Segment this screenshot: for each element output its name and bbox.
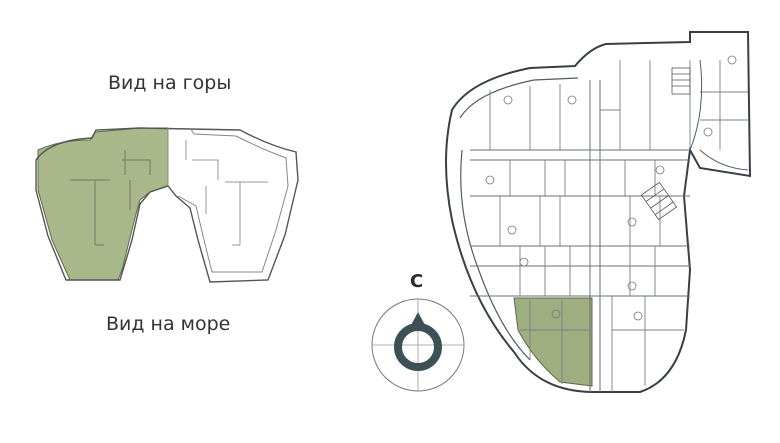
floor-plan-corridor	[470, 80, 690, 392]
section-outline	[35, 127, 299, 283]
sea-view-label: Вид на море	[106, 313, 231, 335]
building-section-diagram	[35, 127, 299, 283]
floor-plan	[445, 31, 752, 393]
floor-plan-wing	[689, 59, 749, 171]
section-walls-right	[185, 140, 268, 246]
staircase-icon	[640, 67, 691, 221]
floor-plan-rooms	[489, 60, 748, 392]
fixture-icons	[485, 55, 737, 321]
compass-arrow-icon	[410, 312, 426, 327]
highlighted-section	[37, 127, 169, 281]
highlighted-apartment	[513, 297, 593, 387]
section-walls-left	[70, 150, 151, 246]
floor-plan-outline	[445, 31, 752, 393]
mountain-view-label: Вид на горы	[108, 72, 232, 94]
section-inner-outline	[167, 127, 289, 273]
compass-north-letter: С	[410, 271, 424, 292]
compass	[371, 298, 465, 392]
